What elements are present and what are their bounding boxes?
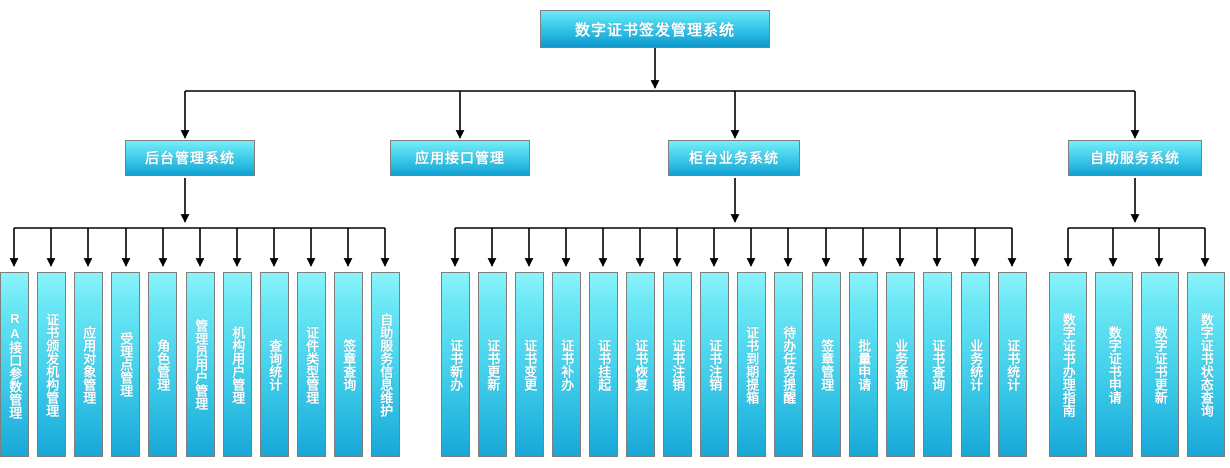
leaf-node[interactable]: 证书新办 (441, 272, 470, 457)
leaf-label: 证书补办 (559, 338, 575, 391)
node-branch-backend-label: 后台管理系统 (145, 150, 235, 166)
leaf-label: 业务查询 (893, 338, 909, 391)
leaf-node[interactable]: 签章管理 (812, 272, 841, 457)
leaf-label: 管理员用户管理 (193, 319, 209, 410)
leaf-node[interactable]: 待办任务提醒 (774, 272, 803, 457)
node-branch-backend[interactable]: 后台管理系统 (125, 140, 255, 176)
leaf-node[interactable]: RA接口参数管理 (0, 272, 29, 457)
leaf-node[interactable]: 业务查询 (886, 272, 915, 457)
leaf-label: 签章管理 (819, 338, 835, 391)
leaf-label: 证件类型管理 (304, 325, 320, 404)
node-branch-selfservice[interactable]: 自助服务系统 (1068, 140, 1202, 176)
leaf-node[interactable]: 应用对象管理 (74, 272, 103, 457)
leaf-label: 业务统计 (968, 338, 984, 391)
leaf-label: 证书变更 (522, 338, 538, 391)
leaf-node[interactable]: 证书挂起 (589, 272, 618, 457)
leaf-label: 查询统计 (267, 338, 283, 391)
leaf-node[interactable]: 证书注销 (700, 272, 729, 457)
leaf-label: 证书挂起 (596, 338, 612, 391)
leaf-label: 自助服务信息维护 (378, 312, 394, 417)
leaf-node[interactable]: 业务统计 (961, 272, 990, 457)
leaf-node[interactable]: 证书注销 (663, 272, 692, 457)
leaf-label: RA接口参数管理 (7, 310, 23, 419)
leaf-label: 机构用户管理 (230, 325, 246, 404)
leaf-node[interactable]: 证书更新 (478, 272, 507, 457)
leaf-node[interactable]: 管理员用户管理 (186, 272, 215, 457)
leaf-label: 证书到期提箱 (744, 325, 760, 404)
leaf-node[interactable]: 证书颁发机构管理 (37, 272, 66, 457)
leaf-node[interactable]: 证件类型管理 (297, 272, 326, 457)
leaf-node[interactable]: 证书补办 (552, 272, 581, 457)
leaf-label: 证书注销 (707, 338, 723, 391)
node-branch-api-label: 应用接口管理 (415, 150, 505, 166)
node-branch-api[interactable]: 应用接口管理 (390, 140, 530, 176)
leaf-label: 应用对象管理 (81, 325, 97, 404)
node-branch-counter[interactable]: 柜台业务系统 (668, 140, 800, 176)
leaf-label: 证书颁发机构管理 (44, 312, 60, 417)
leaf-label: 数字证书申请 (1106, 325, 1122, 404)
node-root-label: 数字证书签发管理系统 (574, 21, 735, 39)
leaf-label: 证书更新 (485, 338, 501, 391)
node-root[interactable]: 数字证书签发管理系统 (540, 10, 770, 48)
node-branch-selfservice-label: 自助服务系统 (1090, 150, 1180, 166)
leaf-node[interactable]: 数字证书申请 (1095, 272, 1133, 457)
leaf-node[interactable]: 角色管理 (148, 272, 177, 457)
leaf-label: 批量申请 (856, 338, 872, 391)
leaf-label: 数字证书更新 (1152, 325, 1168, 404)
leaf-node[interactable]: 签章查询 (334, 272, 363, 457)
leaf-node[interactable]: 数字证书状态查询 (1187, 272, 1225, 457)
leaf-label: 证书恢复 (633, 338, 649, 391)
leaf-node[interactable]: 数字证书办理指南 (1049, 272, 1087, 457)
leaf-node[interactable]: 证书恢复 (626, 272, 655, 457)
leaf-node[interactable]: 自助服务信息维护 (371, 272, 400, 457)
leaf-node[interactable]: 批量申请 (849, 272, 878, 457)
leaf-node[interactable]: 证书查询 (923, 272, 952, 457)
leaf-node[interactable]: 数字证书更新 (1141, 272, 1179, 457)
leaf-label: 待办任务提醒 (781, 325, 797, 404)
leaf-node[interactable]: 受理点管理 (111, 272, 140, 457)
leaf-node[interactable]: 证书统计 (998, 272, 1027, 457)
leaf-label: 证书查询 (930, 338, 946, 391)
leaf-node[interactable]: 证书变更 (515, 272, 544, 457)
leaf-label: 受理点管理 (118, 332, 134, 397)
leaf-label: 证书统计 (1005, 338, 1021, 391)
leaf-node[interactable]: 查询统计 (260, 272, 289, 457)
leaf-label: 签章查询 (341, 338, 357, 391)
leaf-label: 证书注销 (670, 338, 686, 391)
leaf-label: 角色管理 (155, 338, 171, 391)
node-branch-counter-label: 柜台业务系统 (689, 150, 779, 166)
leaf-label: 数字证书办理指南 (1060, 312, 1076, 417)
leaf-label: 数字证书状态查询 (1198, 312, 1214, 417)
leaf-label: 证书新办 (448, 338, 464, 391)
leaf-node[interactable]: 证书到期提箱 (737, 272, 766, 457)
leaf-node[interactable]: 机构用户管理 (223, 272, 252, 457)
